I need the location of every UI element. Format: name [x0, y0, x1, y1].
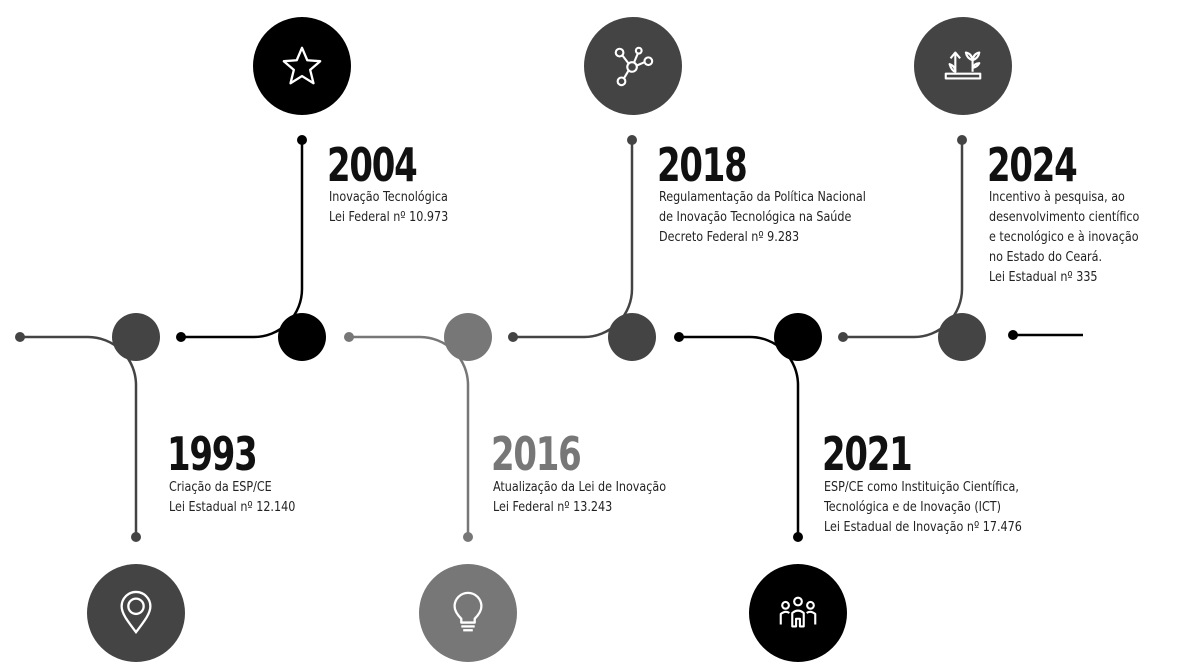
endpoint-dot: [131, 532, 141, 542]
node-2024: [938, 313, 986, 361]
description-2021: ESP/CE como Instituição Científica, Tecn…: [824, 477, 1039, 537]
description-line: Lei Federal nº 13.243: [493, 499, 613, 515]
endpoint-dot: [1008, 330, 1018, 340]
people-icon: [749, 564, 847, 662]
endpoint-dot: [957, 135, 967, 145]
year-1993: 1993: [167, 427, 258, 481]
year-2018: 2018: [657, 138, 748, 192]
endpoint-dot: [176, 332, 186, 342]
node-1993: [112, 313, 160, 361]
description-2004: Inovação Tecnológica Lei Federal nº 10.9…: [329, 187, 459, 227]
year-2021: 2021: [822, 427, 913, 481]
description-2016: Atualização da Lei de Inovação Lei Feder…: [493, 477, 681, 517]
endpoint-dot: [463, 532, 473, 542]
node-2018: [608, 313, 656, 361]
year-2024: 2024: [987, 138, 1078, 192]
description-2018: Regulamentação da Política Nacional de I…: [659, 187, 884, 247]
description-2024: Incentivo à pesquisa, ao desenvolvimento…: [989, 187, 1152, 287]
node-2004: [278, 313, 326, 361]
description-line: desenvolvimento científico: [989, 209, 1140, 225]
description-line: Regulamentação da Política Nacional: [659, 189, 866, 205]
endpoint-dot: [508, 332, 518, 342]
network-icon: [584, 17, 682, 115]
endpoint-dot: [793, 532, 803, 542]
description-line: Decreto Federal nº 9.283: [659, 229, 800, 245]
endpoint-dot: [838, 332, 848, 342]
connector-2018: [513, 140, 634, 339]
lightbulb-icon: [419, 564, 517, 662]
connector-2016: [349, 335, 470, 537]
node-2016: [444, 313, 492, 361]
endpoint-dot: [344, 332, 354, 342]
description-line: Criação da ESP/CE: [169, 479, 272, 495]
description-line: ESP/CE como Instituição Científica,: [824, 479, 1019, 495]
endpoint-dot: [674, 332, 684, 342]
location-pin-icon: [87, 564, 185, 662]
year-2016: 2016: [491, 427, 582, 481]
connector-2004: [181, 140, 304, 339]
description-line: Atualização da Lei de Inovação: [493, 479, 667, 495]
description-line: Tecnológica e de Inovação (ICT): [824, 499, 1001, 515]
endpoint-dot: [627, 135, 637, 145]
connector-1993: [20, 335, 138, 537]
description-line: Incentivo à pesquisa, ao: [989, 189, 1125, 205]
endpoint-dot: [15, 332, 25, 342]
description-line: Lei Estadual nº 335: [989, 269, 1098, 285]
node-2021: [774, 313, 822, 361]
connector-2021: [679, 335, 800, 537]
description-line: Lei Federal nº 10.973: [329, 209, 449, 225]
description-line: Lei Estadual nº 12.140: [169, 499, 296, 515]
description-line: de Inovação Tecnológica na Saúde: [659, 209, 852, 225]
description-line: no Estado do Ceará.: [989, 249, 1103, 265]
description-line: Inovação Tecnológica: [329, 189, 448, 205]
description-line: Lei Estadual de Inovação nº 17.476: [824, 519, 1022, 535]
growth-plants-icon: [914, 17, 1012, 115]
year-2004: 2004: [327, 138, 418, 192]
endpoint-dot: [297, 135, 307, 145]
description-1993: Criação da ESP/CE Lei Estadual nº 12.140: [169, 477, 306, 517]
star-icon: [253, 17, 351, 115]
description-line: e tecnológico e à inovação: [989, 229, 1139, 245]
